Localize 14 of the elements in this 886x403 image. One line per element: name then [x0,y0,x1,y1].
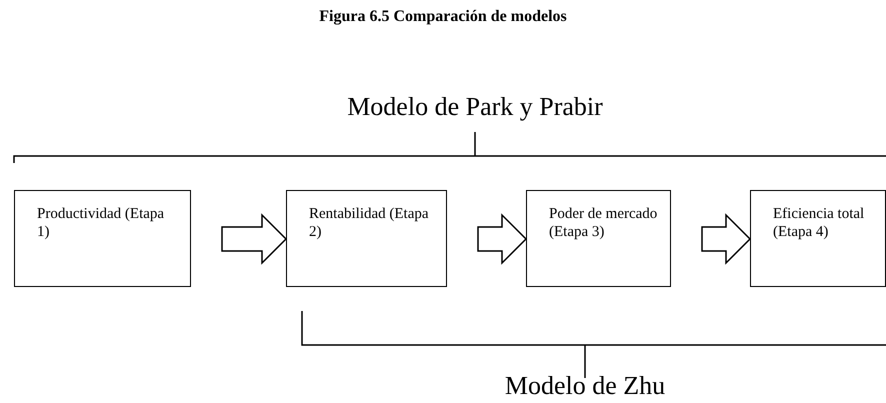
block-arrow [221,213,288,265]
stage-box [286,190,447,287]
figure-title: Figura 6.5 Comparación de modelos [318,8,568,26]
stage-label: Eficiencia total (Etapa 4) [773,205,866,241]
stage-box [14,190,191,287]
stage-box [526,190,671,287]
stage-label: Poder de mercado (Etapa 3) [549,205,658,241]
block-arrow [701,213,752,265]
model-label: Modelo de Park y Prabir [347,92,603,122]
stage-label: Productividad (Etapa 1) [37,205,166,241]
stage-box [750,190,886,287]
stage-label: Rentabilidad (Etapa 2) [309,205,430,241]
block-arrow [477,213,528,265]
model-label: Modelo de Zhu [504,371,666,401]
